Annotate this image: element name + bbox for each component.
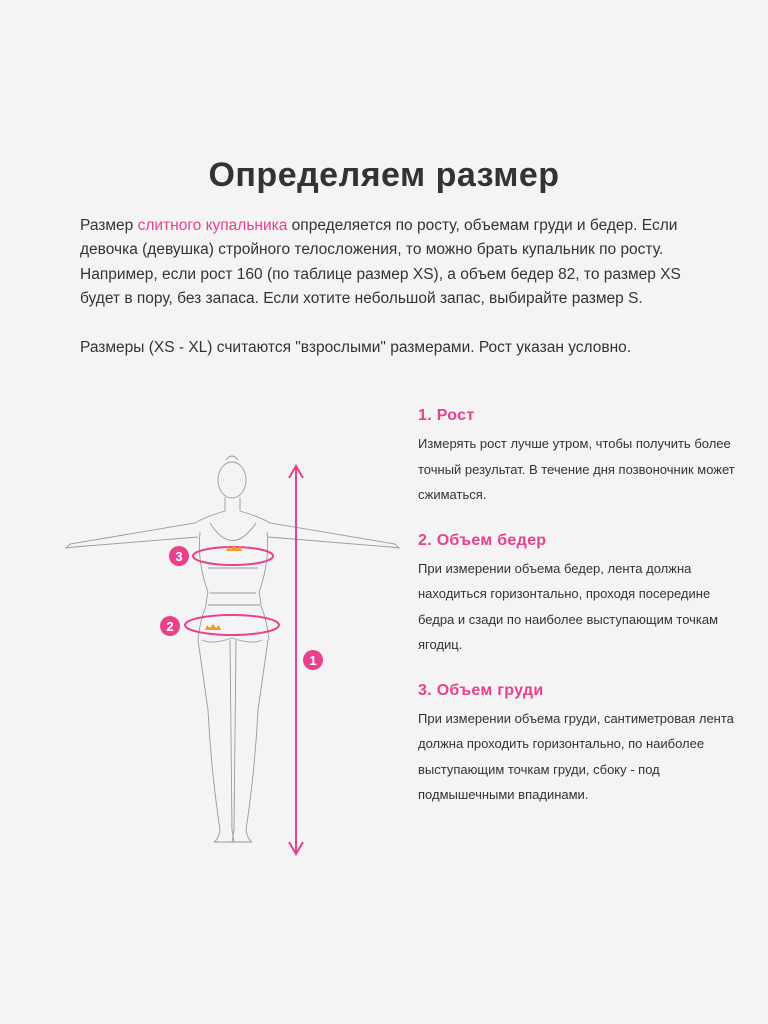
step-chest: 3. Объем груди При измерении объема груд… — [418, 682, 738, 808]
step-text: Измерять рост лучше утром, чтобы получит… — [418, 436, 735, 502]
page-title: Определяем размер — [208, 156, 560, 194]
step-text: При измерении объема груди, сантиметрова… — [418, 710, 734, 803]
intro-paragraph-2: Размеры (XS - XL) считаются "взрослыми" … — [80, 339, 632, 357]
logo-hip — [205, 624, 221, 630]
hip-ring — [184, 614, 280, 636]
step-title: 1. Рост — [418, 407, 475, 424]
intro-text: Размер слитного купальника определяется … — [80, 214, 720, 360]
step-hips: 2. Объем бедер При измерении объема беде… — [418, 532, 738, 658]
height-arrow — [288, 464, 304, 856]
svg-text:1: 1 — [309, 653, 316, 668]
step-title: 2. Объем бедер — [418, 531, 547, 549]
step-height: 1. Рост Измерять рост лучше утром, чтобы… — [418, 407, 738, 508]
step-title: 3. Объем груди — [418, 681, 544, 699]
svg-text:3: 3 — [175, 549, 182, 564]
body-illustration — [64, 455, 401, 843]
body-measurement-figure: 1 2 3 — [60, 450, 410, 870]
marker-3: 3 — [169, 546, 189, 566]
logo-chest — [226, 545, 242, 551]
svg-text:2: 2 — [166, 619, 173, 634]
marker-1: 1 — [303, 650, 323, 670]
marker-2: 2 — [160, 616, 180, 636]
intro-paragraph-1: Размер слитного купальника определяется … — [80, 217, 681, 308]
measurement-steps: 1. Рост Измерять рост лучше утром, чтобы… — [418, 407, 738, 832]
step-text: При измерении объема бедер, лента должна… — [418, 560, 719, 653]
swimsuit-link[interactable]: слитного купальника — [137, 217, 288, 234]
